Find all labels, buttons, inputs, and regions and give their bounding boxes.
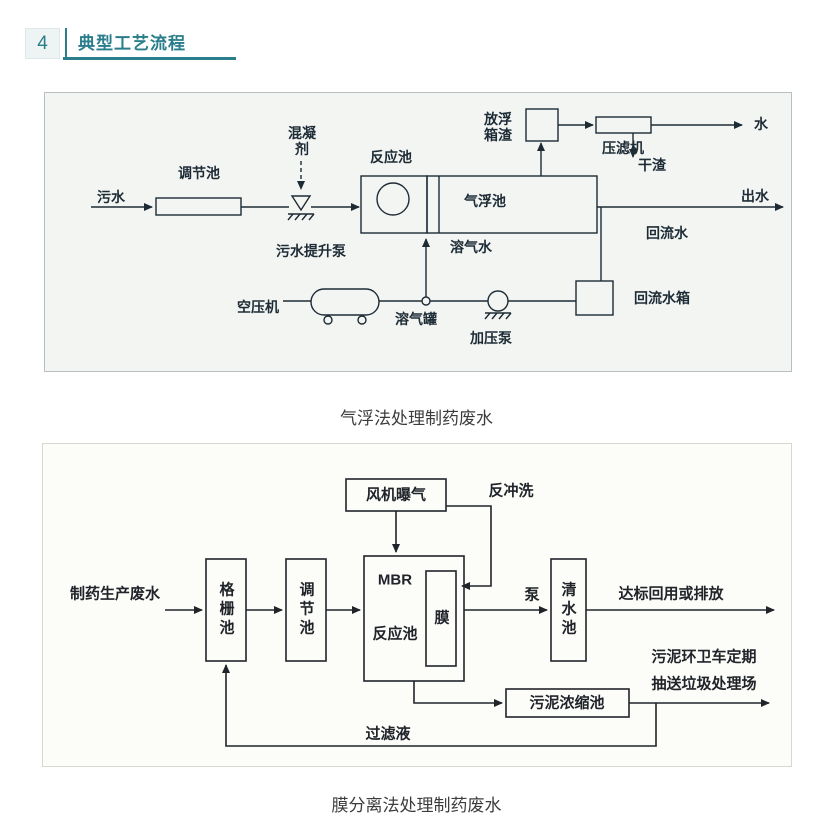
label-reaction-tank: 反应池 [370,148,412,165]
label-dissolved-air-tank: 溶气罐 [395,310,437,327]
air-flotation-diagram: 污水 调节池 混凝剂 反应池 气浮池 放浮箱渣 压滤机 水 干渣 出水 回流水 … [44,92,792,372]
label-return-water: 回流水 [646,224,688,241]
label-return-water-tank: 回流水箱 [634,289,690,306]
lift-pump-symbol [290,195,312,212]
label-mbr: MBR [377,571,413,589]
label-water: 水 [754,115,768,132]
membrane-flow-svg [165,478,775,747]
backwash-line [446,505,492,590]
membrane-box [425,570,457,667]
title-underline [63,57,236,60]
filtrate-return-line [222,664,657,747]
label-sludge-thickening-tank: 污泥浓缩池 [529,694,605,712]
figure2-caption: 膜分离法处理制药废水 [331,796,502,815]
label-pump: 泵 [524,586,540,604]
label-coagulant: 混凝剂 [288,124,316,157]
tank-support [323,315,333,325]
air-flotation-flow-svg [91,108,784,325]
label-dry-residue: 干渣 [638,156,666,173]
pressure-pump-symbol [487,290,509,312]
filter-press-box [595,116,652,134]
tank-support [357,315,367,325]
ground-hatch [287,213,315,221]
regulating-tank-box [155,197,242,216]
return-water-tank-box [575,280,614,316]
label-filter-press: 压滤机 [602,139,644,156]
ground-hatch [484,312,512,320]
label-fan-aeration: 风机曝气 [365,486,427,504]
label-air-compressor: 空压机 [237,298,279,315]
label-sludge-truck-line2: 抽送垃圾处理场 [651,675,757,693]
label-regulating-tank: 调节池 [297,581,315,639]
section-number: 4 [25,28,60,59]
dissolved-air-tank-symbol [310,288,380,316]
figure1-caption: 气浮法处理制药废水 [340,409,493,428]
scum-box [525,108,559,142]
label-clean-water-tank: 清水池 [559,581,577,639]
label-regulating-tank: 调节池 [178,164,220,181]
label-filtrate: 过滤液 [365,725,411,743]
label-influent: 制药生产废水 [69,585,161,603]
reaction-tank-box [360,175,428,234]
junction-point [421,296,431,306]
label-pressure-pump: 加压泵 [470,329,512,346]
membrane-separation-diagram: 制药生产废水 格栅池 调节池 MBR 反应池 膜 风机曝气 反冲洗 泵 清水池 … [42,443,792,767]
section-header: 4 典型工艺流程 [25,28,186,59]
label-backwash: 反冲洗 [488,482,534,500]
label-mbr-reaction-tank: 反应池 [372,625,418,643]
section-title: 典型工艺流程 [65,28,186,59]
label-membrane: 膜 [432,609,450,629]
label-sewage-lift-pump: 污水提升泵 [276,242,346,259]
sludge-line [413,681,503,707]
label-scum-box: 放浮箱渣 [484,110,512,143]
label-discharge: 达标回用或排放 [618,585,724,603]
label-sewage: 污水 [97,188,125,205]
label-effluent: 出水 [741,187,769,204]
label-screen-tank: 格栅池 [217,581,235,639]
mixer-symbol [376,182,410,216]
label-sludge-truck-line1: 污泥环卫车定期 [651,648,757,666]
label-dissolved-air-water: 溶气水 [450,238,492,255]
label-flotation-tank: 气浮池 [464,192,506,209]
flotation-tank-box [426,175,598,234]
